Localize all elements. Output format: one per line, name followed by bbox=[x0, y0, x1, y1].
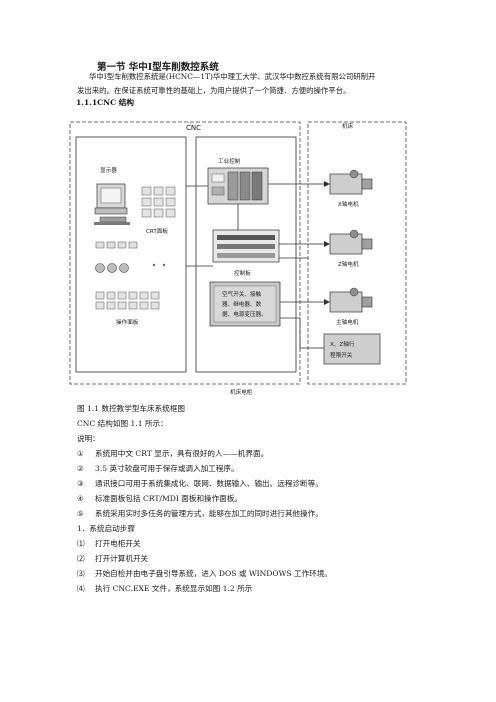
crt-panel-label: CRT面板 bbox=[146, 227, 168, 235]
monitor-icon bbox=[94, 183, 130, 225]
cabinet-power-label: 机床电柜 bbox=[230, 388, 253, 396]
step-text: 打开电柜开关 bbox=[95, 539, 141, 548]
x-motor-label: X轴电机 bbox=[338, 200, 359, 208]
note-item: ⑤ 系统采用实时多任务的管理方式，能够在加工的同时进行其他操作。 bbox=[77, 508, 323, 519]
io-box-line-3: 据、电源变压器。 bbox=[222, 310, 267, 318]
note-text: 系统采用实时多任务的管理方式，能够在加工的同时进行其他操作。 bbox=[95, 509, 323, 518]
note-text: 标准面板包括 CRT/MDI 面板和操作面板。 bbox=[95, 494, 243, 503]
step-item: ⑴ 打开电柜开关 bbox=[77, 538, 141, 549]
industrial-pc-icon bbox=[207, 167, 269, 205]
intro-line-2: 发出来的。在保证系统可靠性的基础上，为用户提供了一个简捷、方便的操作平台。 bbox=[77, 86, 351, 95]
spindle-motor-icon bbox=[329, 287, 373, 313]
electrical-components-box: 空气开关、接触 器、继电器、数 据、电源变压器。 bbox=[209, 281, 281, 327]
note-text: 3.5 英寸软盘可用于保存或调入加工程序。 bbox=[95, 464, 239, 473]
machine-label: 机床 bbox=[342, 122, 354, 130]
crt-keypad bbox=[141, 186, 176, 218]
section-title: 第一节 华中Ⅰ型车削数控系统 bbox=[97, 62, 219, 73]
operation-panel-keys bbox=[95, 291, 160, 310]
limit-switch-line-1: X、Z轴行 bbox=[330, 340, 355, 348]
limit-switch-line-2: 程限开关 bbox=[330, 351, 353, 359]
note-marker: ⑤ bbox=[77, 509, 84, 518]
intro-line-1: 华中Ⅰ型车削数控系统是(HCNC—1T)华中理工大学、武汉华中数控系统有限公司研… bbox=[89, 72, 376, 81]
note-item: ① 系统用中文 CRT 显示，具有很好的人——机界面。 bbox=[77, 448, 268, 459]
step-marker: ⑶ bbox=[77, 569, 85, 578]
operation-panel-indicators bbox=[152, 263, 166, 267]
note-item: ② 3.5 英寸软盘可用于保存或调入加工程序。 bbox=[77, 463, 239, 474]
note-marker: ③ bbox=[77, 479, 84, 488]
step-marker: ⑴ bbox=[77, 539, 85, 548]
step-item: ⑷ 执行 CNC.EXE 文件，系统显示如图 1.2 所示 bbox=[77, 583, 252, 594]
limit-switch-box: X、Z轴行 程限开关 bbox=[323, 333, 381, 365]
spindle-motor-label: 主轴电机 bbox=[336, 318, 359, 326]
intro-paragraph: 华中Ⅰ型车削数控系统是(HCNC—1T)华中理工大学、武汉华中数控系统有限公司研… bbox=[77, 70, 422, 98]
cnc-frame bbox=[69, 121, 301, 385]
operation-panel-buttons bbox=[95, 241, 138, 249]
display-label: 显示器 bbox=[100, 167, 117, 174]
figure-caption: 图 1.1 数控教学型车床系统框图 bbox=[77, 404, 186, 413]
subsection-title: 1.1.1CNC 结构 bbox=[76, 98, 134, 107]
operator-console bbox=[75, 136, 187, 373]
cnc-label: CNC bbox=[186, 124, 201, 132]
step-text: 打开计算机开关 bbox=[95, 554, 149, 563]
step-marker: ⑵ bbox=[77, 554, 85, 563]
control-board-label: 控制板 bbox=[234, 269, 251, 277]
note-item: ③ 通讯接口可用于系统集成化、联网、数据输入、输出、远程诊断等。 bbox=[77, 478, 323, 489]
step-text: 执行 CNC.EXE 文件，系统显示如图 1.2 所示 bbox=[95, 584, 253, 593]
structure-line: CNC 结构如图 1.1 所示： bbox=[77, 419, 168, 428]
note-marker: ② bbox=[77, 464, 84, 473]
step-item: ⑵ 打开计算机开关 bbox=[77, 553, 148, 564]
operation-panel-knobs bbox=[95, 263, 129, 273]
z-axis-motor-icon bbox=[329, 229, 373, 255]
note-item: ④ 标准面板包括 CRT/MDI 面板和操作面板。 bbox=[77, 493, 242, 504]
control-board-icon bbox=[212, 229, 280, 263]
connection-lines bbox=[186, 183, 324, 349]
operation-panel-label: 操作面板 bbox=[116, 318, 139, 326]
cnc-block-diagram: CNC 机床 显示器 CRT面板 bbox=[62, 112, 412, 397]
step-text: 开始自检并由电子盘引导系统，进入 DOS 或 WINDOWS 工作环境。 bbox=[95, 569, 333, 578]
control-cabinet bbox=[195, 136, 297, 373]
x-axis-motor-icon bbox=[329, 169, 373, 195]
machine-frame bbox=[307, 121, 407, 385]
step-marker: ⑷ bbox=[77, 584, 85, 593]
io-box-line-2: 器、继电器、数 bbox=[222, 300, 262, 308]
industrial-control-label: 工业控制 bbox=[218, 157, 241, 165]
note-marker: ① bbox=[77, 449, 84, 458]
note-marker: ④ bbox=[77, 494, 84, 503]
z-motor-label: Z轴电机 bbox=[338, 260, 359, 268]
step-item: ⑶ 开始自检并由电子盘引导系统，进入 DOS 或 WINDOWS 工作环境。 bbox=[77, 568, 332, 579]
connection-arrows bbox=[324, 181, 330, 305]
note-text: 系统用中文 CRT 显示，具有很好的人——机界面。 bbox=[95, 449, 269, 458]
notes-label: 说明： bbox=[77, 434, 100, 443]
io-box-line-1: 空气开关、接触 bbox=[222, 290, 262, 298]
note-text: 通讯接口可用于系统集成化、联网、数据输入、输出、远程诊断等。 bbox=[95, 479, 323, 488]
startup-title: 1．系统启动步骤 bbox=[77, 524, 135, 533]
